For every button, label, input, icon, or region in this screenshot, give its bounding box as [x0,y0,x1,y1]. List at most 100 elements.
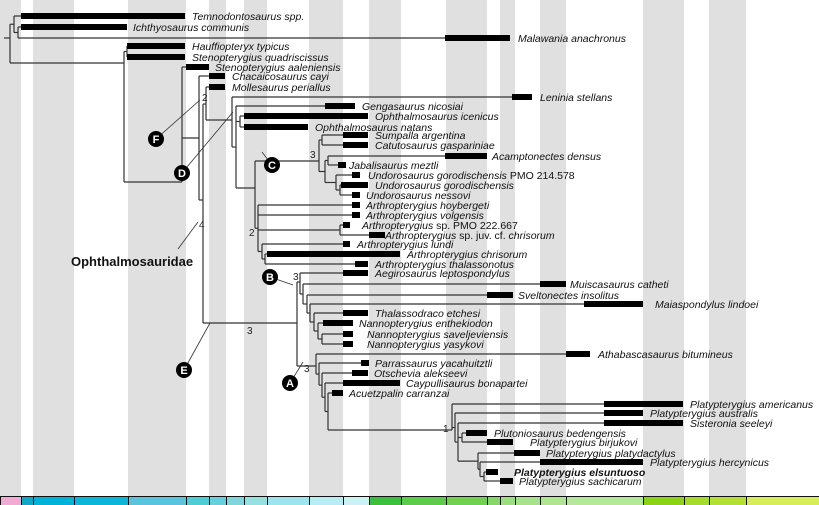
taxon: Sumpalla argentina [343,130,466,142]
stratigraphic-range-bar [352,202,360,208]
stratigraphic-range-bar [244,113,368,119]
taxon-label-part: Arthropterygius hoybergeti [365,200,490,212]
taxon-label-part: Acamptonectes densus [491,151,602,163]
taxon-label-part: Arthropterygius [361,220,434,232]
stratigraphic-range-bar [209,73,225,79]
taxon: Maiaspondylus lindoei [584,299,759,311]
stage-box [0,496,22,505]
taxon-label: Muiscasaurus catheti [570,279,669,291]
taxon: Platypterygius australis [604,408,759,420]
taxon-label-part: Nannopterygius yasykovi [367,339,484,351]
taxon: Catutosaurus gaspariniae [343,140,495,152]
taxon: Platypterygius sachicarum [500,476,642,488]
taxon-label: Otschevia alekseevi [374,368,468,380]
stage-box [21,496,34,505]
stratigraphic-range-bar [343,132,368,138]
marker-circle [264,157,280,173]
stratigraphic-range-bar [514,450,540,456]
stage-box [500,496,516,505]
marker-leader-line [155,99,201,140]
stage-box [709,496,747,505]
marker-leader-line [183,322,211,371]
taxon: Ophthalmosaurus natans [244,122,433,134]
support-value: 3 [304,364,310,375]
taxon: Caypullisaurus bonapartei [343,378,528,390]
taxon-label: Platypterygius platydactylus [546,448,676,460]
time-bin-stripe [128,0,186,496]
taxon-label: Platypterygius americanus [690,399,814,411]
taxon-label: Athabascasaurus bitumineus [597,349,734,361]
stage-box [309,496,344,505]
taxon-label: Mollesaurus periallus [232,82,331,94]
time-bin-stripe [500,0,515,496]
taxon-label: Aegirosaurus leptospondylus [374,268,511,280]
time-bin-stripe [643,0,684,496]
node-marker-d: D [174,111,234,181]
taxon-label-part: Arthropterygius chrisorum [406,249,527,261]
support-value: 3 [247,326,253,337]
taxon: Chacaicosaurus cayi [209,71,330,83]
stratigraphic-range-bar [186,64,209,70]
stratigraphic-range-bar [445,35,510,41]
taxon-label-part: Ophthalmosaurus natans [315,122,433,134]
taxon-label: Leninia stellans [540,92,613,104]
taxon-label-part: Platypterygius sachicarum [519,476,642,488]
taxon-label: Ophthalmosaurus icenicus [375,111,499,123]
taxon-label: Platypterygius australis [650,408,759,420]
taxon-label-part: Chacaicosaurus cayi [232,71,330,83]
taxon-label-part: Muiscasaurus catheti [570,279,669,291]
taxon-label: Undorosaurus gorodischensis PMO 214.578 [368,170,575,182]
marker-circle [262,269,278,285]
taxon-label: Stenopterygius quadriscissus [192,52,329,64]
taxon: Arthropterygius volgensis [352,210,485,222]
time-bin-stripe [309,0,343,496]
taxon-label-part: Platypterygius americanus [690,399,814,411]
stratigraphic-range-bar [343,142,368,148]
taxon-label-part: Ichthyosaurus communis [133,22,250,34]
node-marker-c: C [261,151,280,173]
taxon: Parrassaurus yacahuitztli [361,358,493,370]
support-value: 4 [199,220,205,231]
stage-box [33,496,75,505]
taxon-label-part: Temnodontosaurus spp. [192,11,304,23]
stratigraphic-range-bar [21,13,185,19]
taxon: Temnodontosaurus spp. [21,11,304,23]
taxon-label: Jabalisaurus meztli [348,160,439,172]
marker-leader-line [181,111,234,174]
taxon-label-part: Parrassaurus yacahuitztli [375,358,493,370]
taxon: Leninia stellans [512,92,613,104]
taxon-label-part: Platypterygius birjukovi [530,437,638,449]
stage-box [343,496,370,505]
taxon-label-part: Ophthalmosaurus icenicus [375,111,499,123]
stratigraphic-range-bar [343,341,353,347]
taxon-label-part: sp. juv. cf. [456,230,508,242]
taxon-label: Undorosaurus gorodischensis [375,180,515,192]
taxon-label-part: Undorosaurus gorodischensis [368,170,508,182]
stage-box [369,496,402,505]
taxon: Arthropterygius hoybergeti [352,200,490,212]
taxon-label: Caypullisaurus bonapartei [406,378,528,390]
stage-box [267,496,310,505]
taxa: Temnodontosaurus spp.Ichthyosaurus commu… [21,11,814,488]
stratigraphic-range-bar [604,410,643,416]
stratigraphic-range-bar [466,430,487,436]
stratigraphic-range-bar [540,459,643,465]
taxon-label-part: Sveltonectes insolitus [518,290,620,302]
stratigraphic-range-bar [323,320,353,326]
stage-box [74,496,129,505]
taxon-label: Catutosaurus gaspariniae [375,140,495,152]
marker-circle [148,131,164,147]
stratigraphic-range-bar [244,124,308,130]
stratigraphic-range-bar [604,401,683,407]
support-value: 2 [249,228,255,239]
taxon-label-part: Aegirosaurus leptospondylus [374,268,511,280]
taxon-label-part: Mollesaurus periallus [232,82,331,94]
node-marker-a: A [282,361,304,391]
taxon: Sisteronia seeleyi [604,418,773,430]
taxon-label-part: Thalassodraco etchesi [375,308,481,320]
stratigraphic-range-bar [332,390,343,396]
marker-letter: B [266,272,274,284]
taxon: Platypterygius birjukovi [487,437,638,449]
stage-box [128,496,187,505]
taxon-label: Arthropterygius chrisorum [406,249,527,261]
